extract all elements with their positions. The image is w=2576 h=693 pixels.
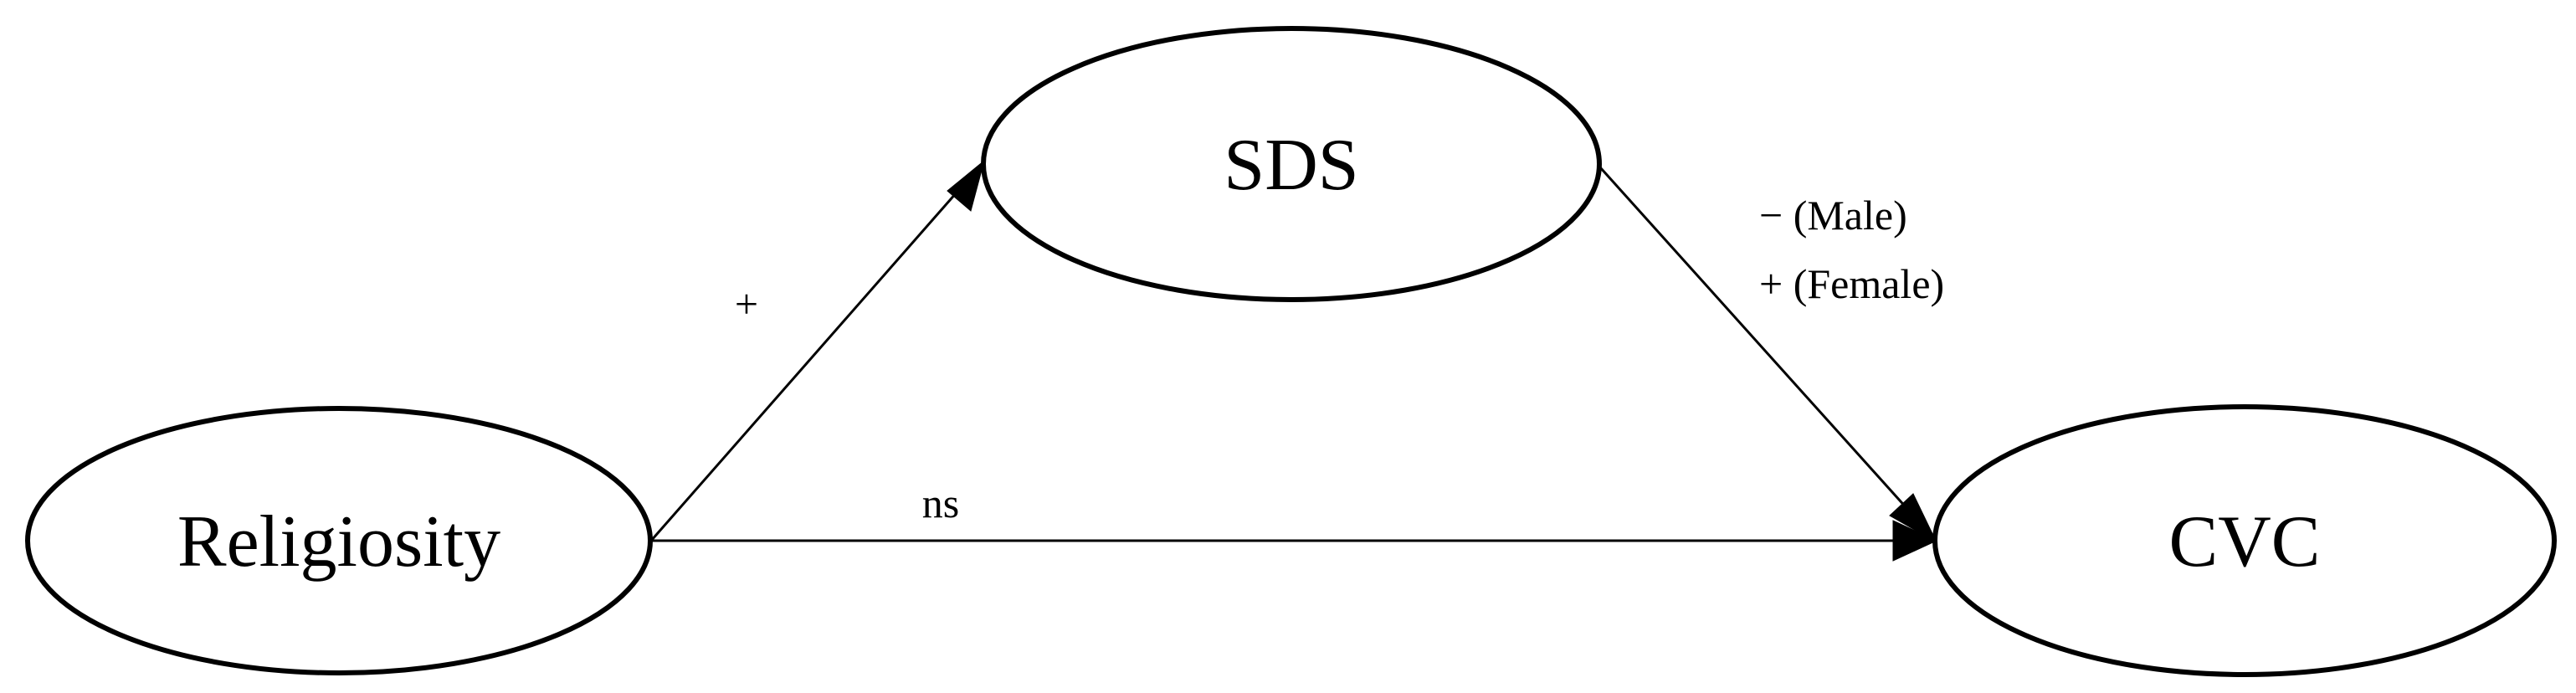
edge-label-sds-cvc-female: + (Female) xyxy=(1759,260,1944,307)
node-cvc: CVC xyxy=(1932,404,2557,677)
edge-line xyxy=(649,185,964,542)
arrowhead-icon xyxy=(1889,493,1938,544)
edge-label-religiosity-sds: + xyxy=(735,280,758,327)
node-label-cvc: CVC xyxy=(2169,501,2321,583)
edge-label-sds-cvc-male: − (Male) xyxy=(1759,192,1907,239)
node-sds: SDS xyxy=(981,26,1602,302)
node-ellipse xyxy=(981,26,1602,302)
edge-label-religiosity-cvc: ns xyxy=(922,480,959,526)
edge-religiosity-to-cvc xyxy=(651,520,1938,562)
edge-sds-to-cvc xyxy=(1598,166,1938,544)
arrowhead-icon xyxy=(947,159,985,212)
node-religiosity: Religiosity xyxy=(25,406,653,675)
node-ellipse xyxy=(1932,404,2557,677)
edge-religiosity-to-sds xyxy=(649,159,985,542)
node-label-sds: SDS xyxy=(1224,125,1358,206)
node-ellipse xyxy=(25,406,653,675)
arrowhead-icon xyxy=(1892,520,1938,562)
node-label-religiosity: Religiosity xyxy=(177,501,500,583)
edge-line xyxy=(1598,166,1917,519)
